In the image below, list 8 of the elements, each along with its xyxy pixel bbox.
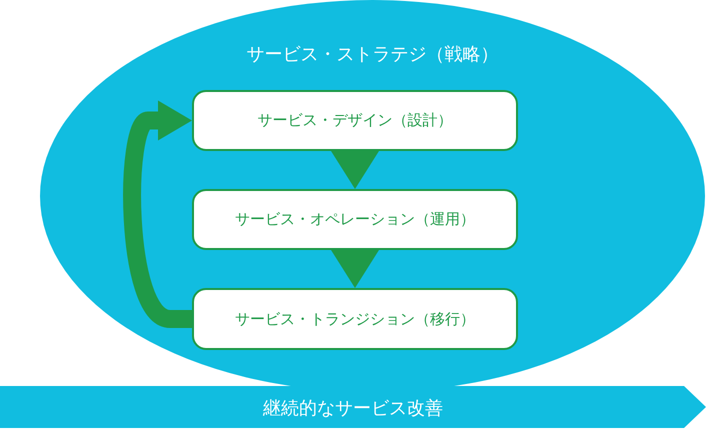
triangle-arrow — [331, 250, 379, 288]
process-box: サービス・デザイン（設計） — [192, 90, 518, 151]
process-box: サービス・トランジション（移行） — [192, 288, 518, 350]
triangle-arrow — [331, 151, 379, 189]
process-box: サービス・オペレーション（運用） — [192, 189, 518, 250]
ellipse-title: サービス・ストラテジ（戦略） — [246, 43, 500, 66]
improvement-arrow-band — [0, 386, 706, 428]
band-label: 継続的なサービス改善 — [262, 397, 444, 420]
